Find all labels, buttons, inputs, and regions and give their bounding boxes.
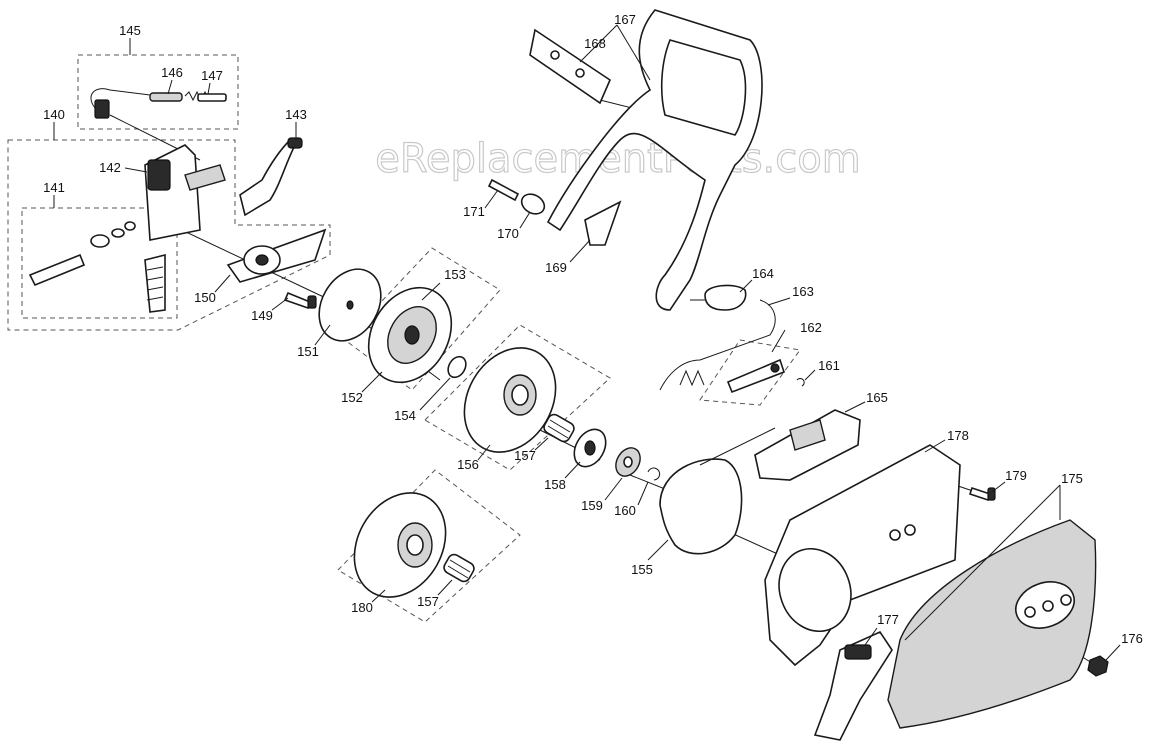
part-brake-band-155 [659,427,776,555]
callout-149: 149 [251,308,273,323]
leader-lines [53,24,1121,661]
callout-150: 150 [194,290,216,305]
callout-153: 153 [444,267,466,282]
part-pin-161 [796,377,805,387]
group-box-152 [344,247,501,391]
part-nut-176 [1087,655,1109,677]
callout-143: 143 [285,107,307,122]
part-handguard-167 [546,9,763,311]
part-sprocket-158 [573,428,607,468]
callout-167: 167 [614,12,636,27]
part-pin-147 [197,93,227,102]
callout-159: 159 [581,498,603,513]
part-bolt-179 [968,486,996,502]
part-bushing-170 [520,193,546,215]
callout-168: 168 [584,36,606,51]
part-bolt-149 [283,291,317,310]
group-box-140 [7,139,331,331]
watermark-text: eReplacementParts.com [375,136,860,182]
callout-140: 140 [43,107,65,122]
part-pipe-145 [90,88,183,119]
part-oil-pump-142 [144,144,226,241]
callout-177: 177 [877,612,899,627]
part-cover-178 [764,444,961,667]
part-spring-163 [659,299,776,391]
callout-157: 157 [514,448,536,463]
callout-165: 165 [866,390,888,405]
part-knob-164 [704,284,747,311]
part-clutch-152 [367,286,453,384]
callout-164: 164 [752,266,774,281]
callout-labels: 145 146 147 140 143 142 141 150 149 151 … [43,12,1143,646]
part-screw-171 [487,178,520,202]
group-box-141 [21,207,178,319]
callout-179: 179 [1005,468,1027,483]
part-drum-180 [353,492,447,598]
part-washer-151 [318,268,382,342]
callout-155: 155 [631,562,653,577]
callout-142: 142 [99,160,121,175]
callout-157b: 157 [417,594,439,609]
part-screw-141 [28,221,166,313]
part-handle-177 [813,630,893,741]
part-bracket-150 [226,228,327,283]
callout-175: 175 [1061,471,1083,486]
callout-170: 170 [497,226,519,241]
part-plate-168 [529,28,612,105]
callout-154: 154 [394,408,416,423]
callout-162: 162 [800,320,822,335]
callout-158: 158 [544,477,566,492]
part-pad-165 [754,409,861,481]
callout-146: 146 [161,65,183,80]
callout-163: 163 [792,284,814,299]
callout-161: 161 [818,358,840,373]
part-latch-169 [584,200,622,246]
callout-160: 160 [614,503,636,518]
callout-147: 147 [201,68,223,83]
callout-171: 171 [463,204,485,219]
callout-176: 176 [1121,631,1143,646]
part-link-162 [726,358,786,394]
part-drum-156 [463,347,557,453]
callout-141: 141 [43,180,65,195]
part-lever-143 [239,137,303,217]
callout-156: 156 [457,457,479,472]
part-bearing-157b [443,553,475,583]
callout-152: 152 [341,390,363,405]
part-bearing-157 [543,413,575,443]
callout-169: 169 [545,260,567,275]
part-washer-159 [615,447,641,477]
callout-180: 180 [351,600,373,615]
part-washer-154 [447,355,467,379]
callout-151: 151 [297,344,319,359]
part-clip-160 [647,467,661,481]
group-box-161 [699,339,801,406]
callout-145: 145 [119,23,141,38]
callout-178: 178 [947,428,969,443]
group-box-156 [424,324,611,471]
part-sprocket-cover-175 [887,519,1097,729]
